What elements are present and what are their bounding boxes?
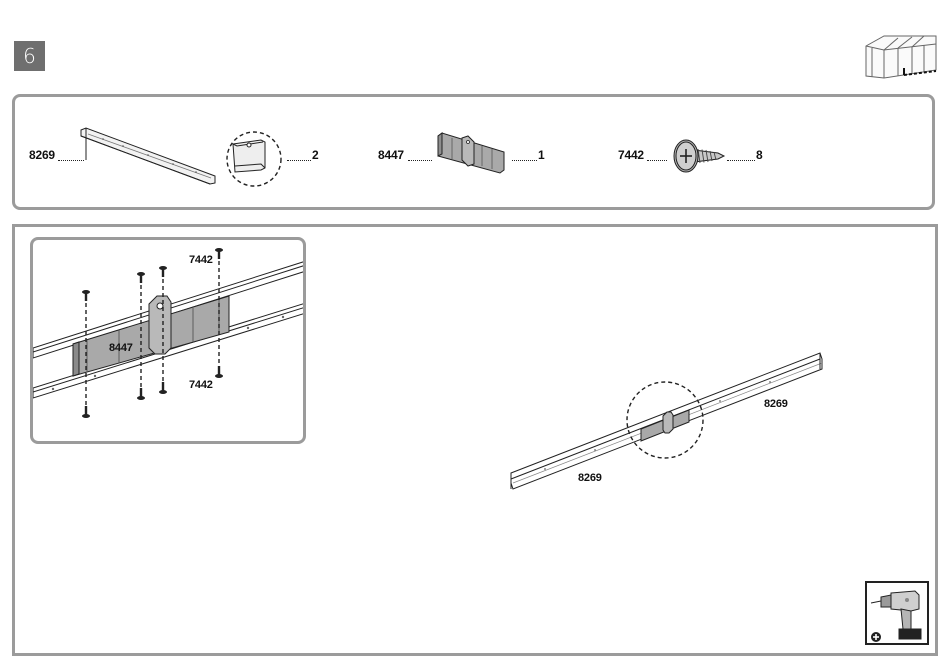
assembly-rail-label-left: 8269 bbox=[578, 473, 602, 484]
part-leader-line bbox=[287, 160, 311, 161]
part-code-8269: 8269 bbox=[29, 149, 55, 161]
rail-channel-part bbox=[78, 126, 218, 186]
assembly-rail-label-right: 8269 bbox=[764, 399, 788, 410]
part-leader-line bbox=[647, 160, 667, 161]
part-qty-8447: 1 bbox=[538, 149, 544, 161]
power-drill-icon bbox=[865, 581, 929, 645]
part-leader-line bbox=[408, 160, 432, 161]
shed-outline-icon bbox=[862, 32, 938, 84]
step-number: 6 bbox=[14, 41, 45, 71]
plus-circle-icon bbox=[870, 631, 882, 643]
assembly-drawing bbox=[505, 345, 835, 495]
part-code-7442: 7442 bbox=[618, 149, 644, 161]
part-leader-line bbox=[512, 160, 537, 161]
detail-inset: 8447 7442 7442 bbox=[30, 237, 306, 444]
part-leader-line bbox=[727, 160, 755, 161]
detail-screw-label-bottom: 7442 bbox=[189, 380, 213, 391]
part-qty-8269: 2 bbox=[312, 149, 318, 161]
screw-part bbox=[670, 137, 726, 177]
detail-screw-label-top: 7442 bbox=[189, 255, 213, 266]
detail-drawing bbox=[33, 240, 306, 444]
rail-end-detail-callout bbox=[223, 128, 285, 190]
part-code-8447: 8447 bbox=[378, 149, 404, 161]
part-qty-7442: 8 bbox=[756, 149, 762, 161]
connector-plate-part bbox=[434, 130, 509, 180]
detail-connector-label: 8447 bbox=[109, 343, 133, 354]
